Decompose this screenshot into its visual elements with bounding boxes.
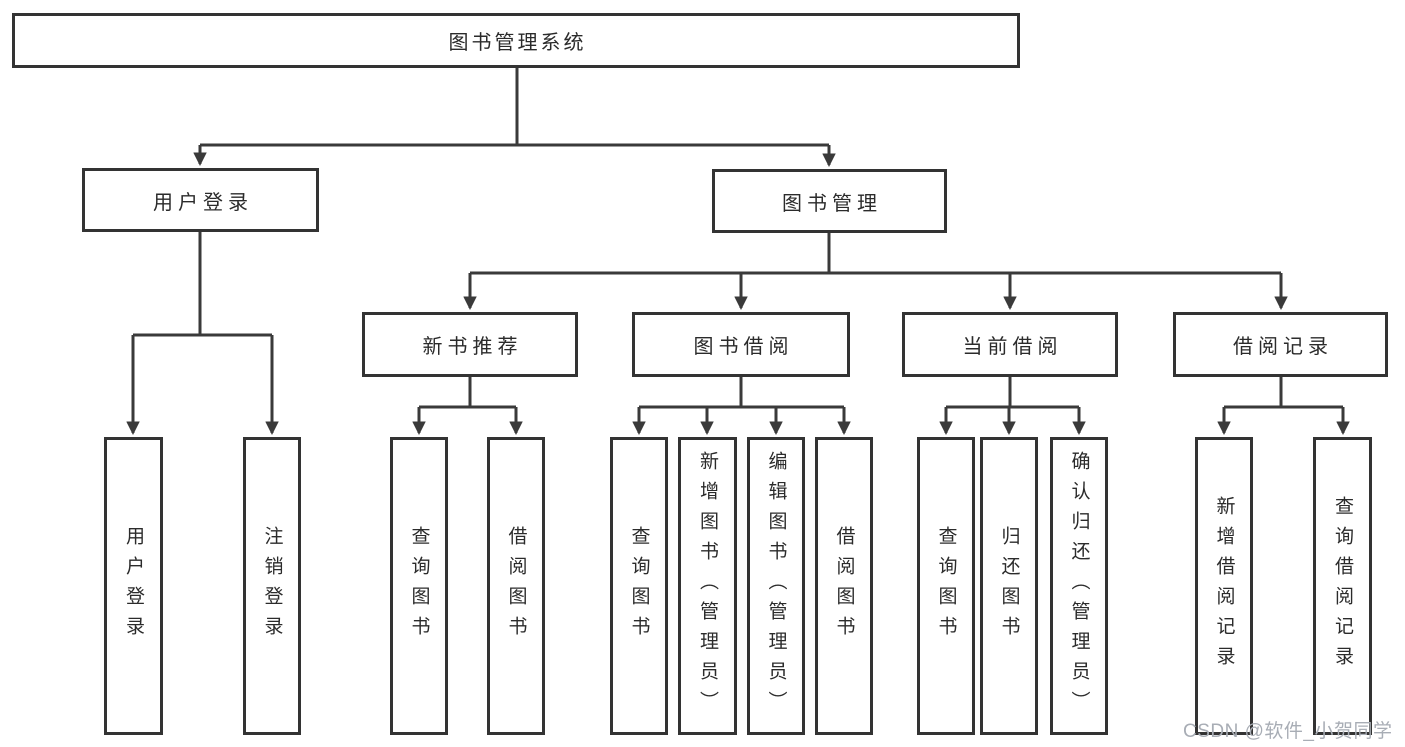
leaf-query-books-2: 查询图书 — [610, 437, 668, 735]
leaf-logout: 注销登录 — [243, 437, 301, 735]
node-book-borrowing: 图书借阅 — [632, 312, 850, 377]
node-label: 查询图书 — [628, 526, 650, 646]
node-label: 编辑图书（管理员） — [765, 451, 787, 721]
leaf-user-login: 用户登录 — [104, 437, 163, 735]
node-library-management-system: 图书管理系统 — [12, 13, 1020, 68]
leaf-confirm-return-admin: 确认归还（管理员） — [1050, 437, 1108, 735]
node-borrowing-records: 借阅记录 — [1173, 312, 1388, 377]
leaf-borrow-books-2: 借阅图书 — [815, 437, 873, 735]
node-label: 新增借阅记录 — [1213, 496, 1235, 676]
node-user-login: 用户登录 — [82, 168, 319, 232]
node-label: 图书管理系统 — [448, 32, 587, 54]
leaf-return-book: 归还图书 — [980, 437, 1038, 735]
leaf-add-book-admin: 新增图书（管理员） — [678, 437, 737, 735]
node-label: 查询图书 — [935, 526, 957, 646]
node-label: 用户登录 — [123, 526, 144, 646]
node-label: 借阅图书 — [505, 526, 527, 646]
leaf-query-books: 查询图书 — [390, 437, 448, 735]
node-book-management: 图书管理 — [712, 169, 947, 233]
node-label: 注销登录 — [261, 526, 283, 646]
node-label: 用户登录 — [153, 191, 253, 214]
node-new-book-recommendation: 新书推荐 — [362, 312, 578, 377]
leaf-query-books-3: 查询图书 — [917, 437, 975, 735]
node-label: 借阅记录 — [1233, 336, 1333, 358]
leaf-edit-book-admin: 编辑图书（管理员） — [747, 437, 805, 735]
node-label: 借阅图书 — [833, 526, 855, 646]
leaf-add-borrow-record: 新增借阅记录 — [1195, 437, 1253, 735]
leaf-borrow-books: 借阅图书 — [487, 437, 545, 735]
leaf-query-borrow-record: 查询借阅记录 — [1313, 437, 1372, 735]
watermark: CSDN @软件_小贺同学 — [1183, 721, 1393, 742]
node-label: 查询图书 — [408, 526, 430, 646]
node-label: 图书借阅 — [693, 336, 794, 358]
node-label: 确认归还（管理员） — [1068, 451, 1090, 721]
node-label: 新书推荐 — [422, 336, 523, 358]
node-label: 新增图书（管理员） — [697, 451, 718, 721]
node-label: 查询借阅记录 — [1332, 496, 1353, 676]
node-label: 当前借阅 — [962, 336, 1063, 358]
node-current-borrowing: 当前借阅 — [902, 312, 1118, 377]
node-label: 归还图书 — [998, 526, 1020, 646]
node-label: 图书管理 — [782, 192, 882, 215]
